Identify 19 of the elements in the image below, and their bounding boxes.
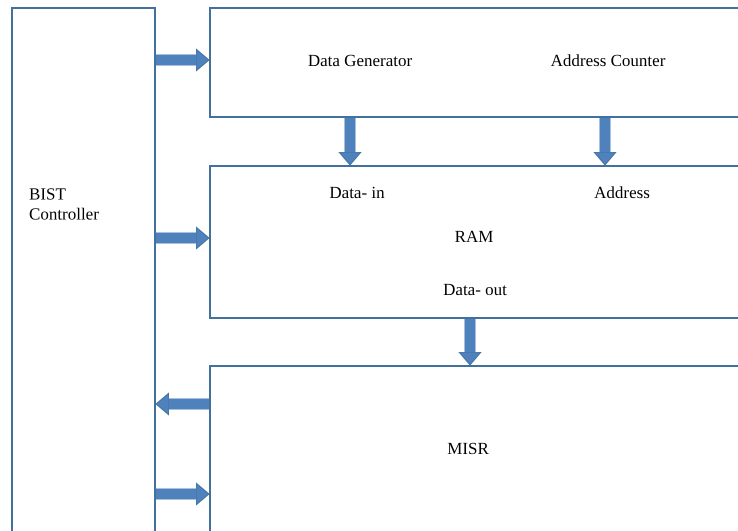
block-arrow: [156, 392, 209, 416]
block-arrow: [156, 482, 210, 506]
block-label: RAM: [454, 227, 494, 247]
block-arrow: [458, 319, 482, 366]
block-label: Data Generator: [308, 51, 412, 71]
block-label: Address Counter: [550, 51, 666, 71]
block-arrow: [594, 118, 616, 166]
block-box: [209, 165, 738, 319]
block-label: MISR: [447, 439, 489, 459]
block-arrow: [156, 48, 210, 72]
block-arrow: [156, 226, 210, 250]
block-arrow: [338, 118, 362, 166]
block-label: BIST Controller: [29, 184, 100, 224]
block-box: [209, 365, 738, 531]
port-label: Data- out: [443, 280, 507, 300]
port-label: Data- in: [329, 183, 385, 203]
port-label: Address: [594, 183, 650, 203]
block-box: [209, 7, 738, 118]
block-box: [11, 7, 156, 531]
